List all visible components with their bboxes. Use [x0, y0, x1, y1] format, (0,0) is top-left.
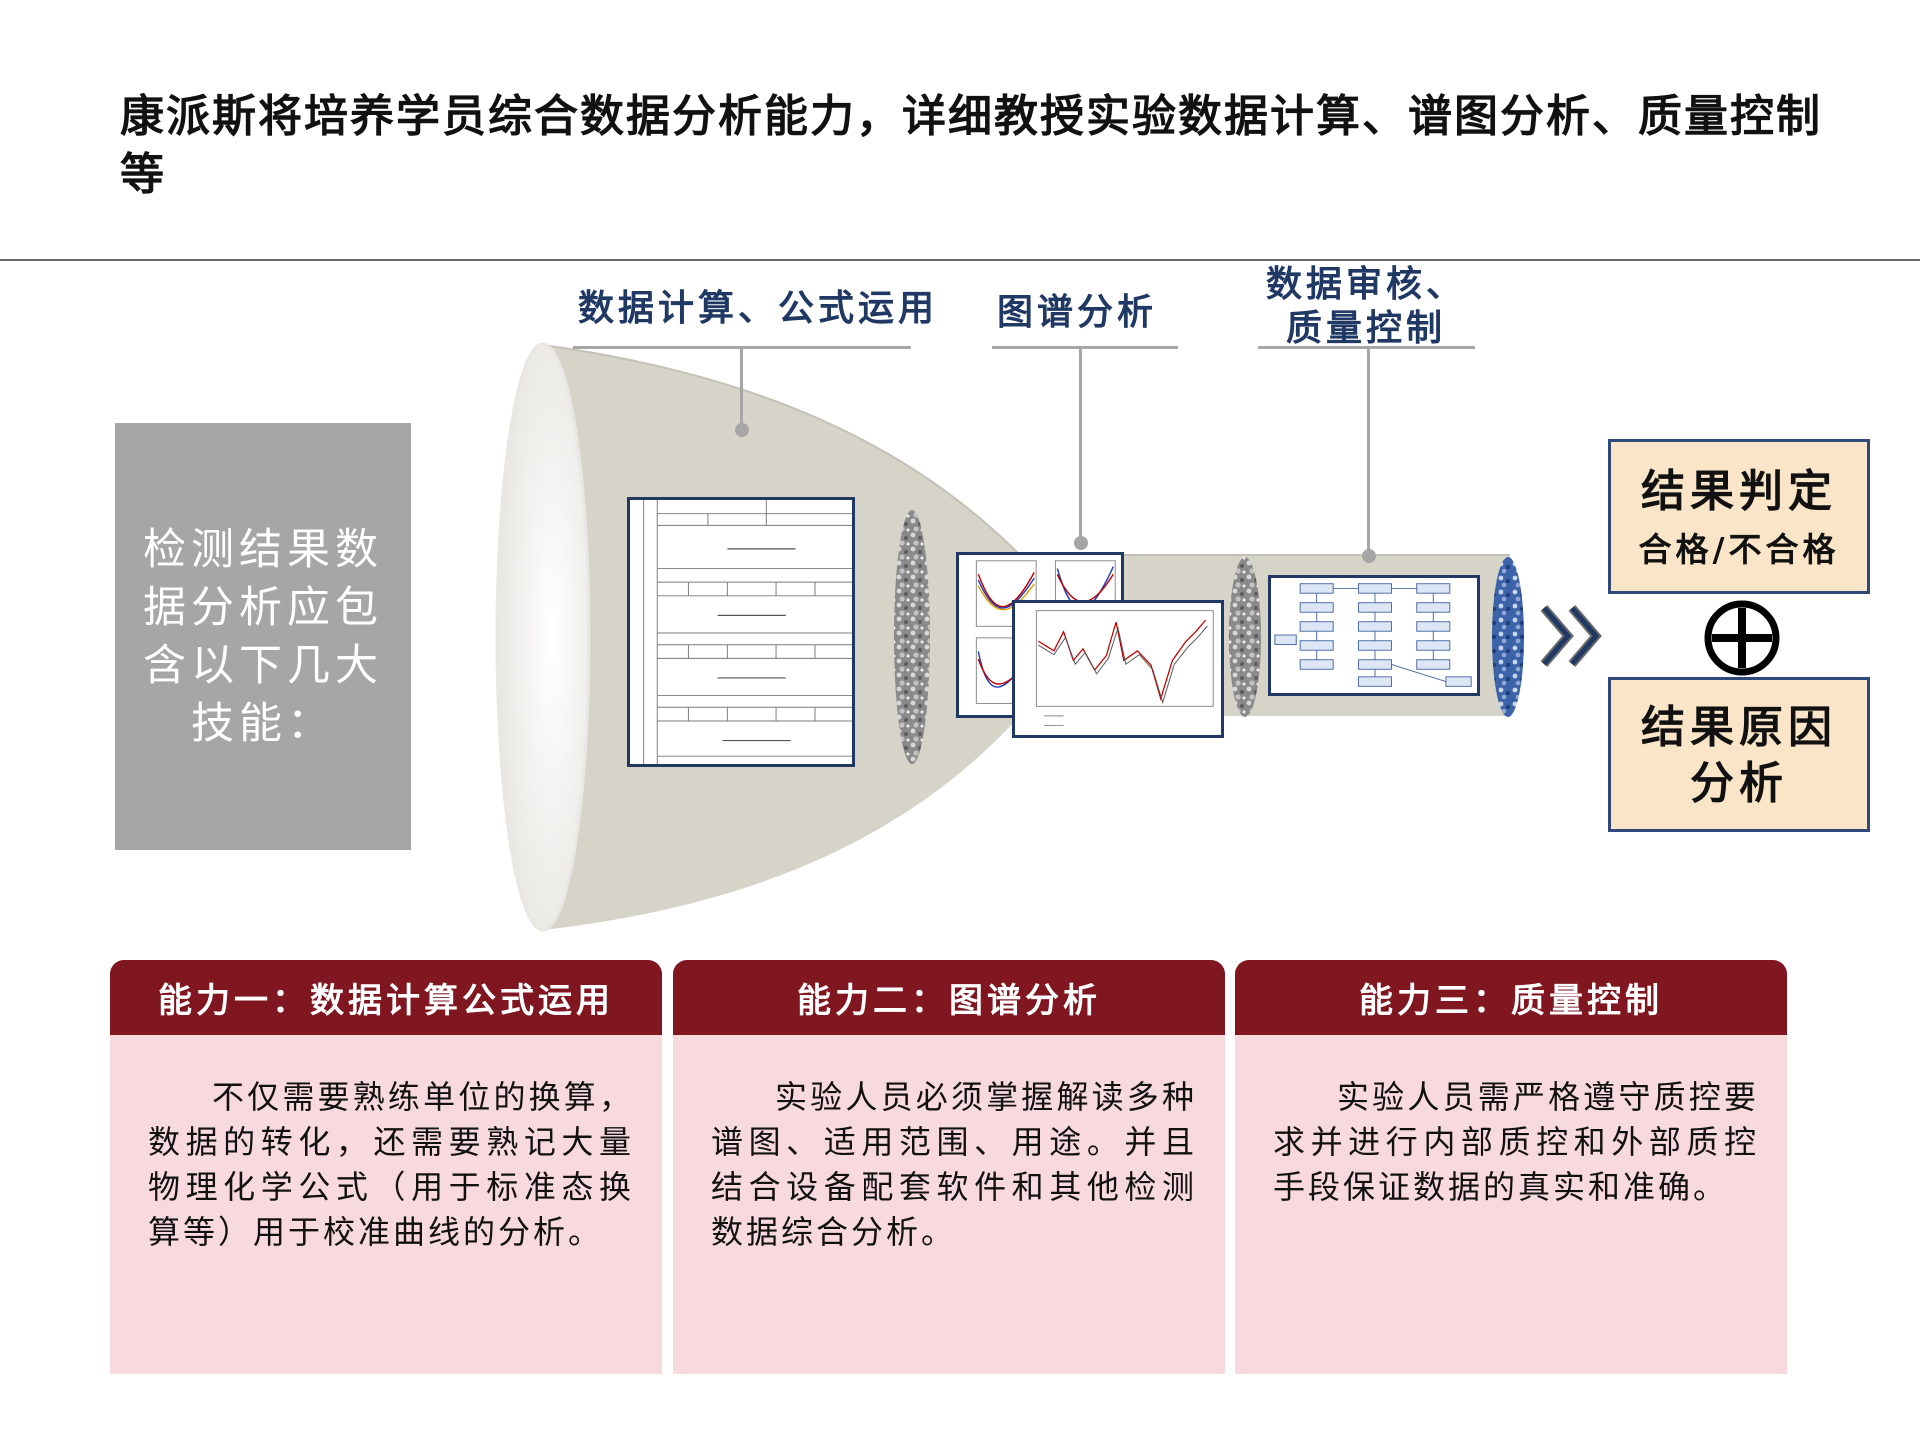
result-judgement-box: 结果判定 合格/不合格	[1608, 439, 1870, 594]
chevron-right-icon	[1540, 605, 1602, 667]
leader-line-3	[1367, 346, 1370, 556]
page-title: 康派斯将培养学员综合数据分析能力，详细教授实验数据计算、谱图分析、质量控制等	[120, 91, 1822, 200]
funnel-ring-1	[894, 510, 930, 764]
calculation-sheet-image	[627, 497, 855, 767]
stage-label-quality-line1: 数据审核、	[1266, 263, 1467, 305]
capability-3-title: 能力三：质量控制	[1235, 960, 1787, 1035]
capability-card-2: 能力二：图谱分析 实验人员必须掌握解读多种谱图、适用范围、用途。并且结合设备配套…	[673, 960, 1225, 1374]
result-cause-box: 结果原因 分析	[1608, 677, 1870, 832]
leader-bar-3	[1258, 346, 1475, 349]
leader-dot-2	[1074, 536, 1088, 550]
result-cause-line1: 结果原因	[1641, 702, 1837, 753]
leader-line-1	[740, 346, 743, 430]
stage-label-calculation: 数据计算、公式运用	[578, 287, 939, 329]
skills-intro-text: 检测结果数据分析应包含以下几大技能：	[143, 524, 383, 749]
leader-bar-2	[992, 346, 1178, 349]
stage-label-quality: 数据审核、 质量控制	[1266, 262, 1466, 350]
result-judgement-title: 结果判定	[1641, 466, 1837, 517]
leader-dot-3	[1362, 549, 1376, 563]
title-divider	[0, 259, 1920, 261]
flowchart-image	[1268, 575, 1480, 696]
funnel-ring-2	[1229, 557, 1261, 717]
result-judgement-subtitle: 合格/不合格	[1638, 530, 1840, 569]
stage-label-spectrum: 图谱分析	[996, 291, 1157, 333]
funnel-top-edge	[542, 344, 1510, 556]
skills-intro-box: 检测结果数据分析应包含以下几大技能：	[115, 423, 411, 850]
capability-card-3: 能力三：质量控制 实验人员需严格遵守质控要求并进行内部质控和外部质控手段保证数据…	[1235, 960, 1787, 1374]
funnel-ring-3	[1492, 557, 1524, 717]
capability-1-text: 不仅需要熟练单位的换算，数据的转化，还需要熟记大量物理化学公式（用于标准态换算等…	[110, 1035, 662, 1374]
result-cause-line2: 分析	[1690, 758, 1788, 809]
circled-plus-icon	[1704, 600, 1780, 676]
capability-1-title: 能力一：数据计算公式运用	[110, 960, 662, 1035]
stage-label-quality-line2: 质量控制	[1285, 307, 1446, 349]
leader-line-2	[1079, 346, 1082, 543]
capability-2-title: 能力二：图谱分析	[673, 960, 1225, 1035]
spectrum-chart-image-2	[1012, 600, 1224, 738]
funnel-mouth	[495, 342, 591, 932]
leader-dot-1	[735, 423, 749, 437]
capability-card-1: 能力一：数据计算公式运用 不仅需要熟练单位的换算，数据的转化，还需要熟记大量物理…	[110, 960, 662, 1374]
capability-3-text: 实验人员需严格遵守质控要求并进行内部质控和外部质控手段保证数据的真实和准确。	[1235, 1035, 1787, 1374]
capability-2-text: 实验人员必须掌握解读多种谱图、适用范围、用途。并且结合设备配套软件和其他检测数据…	[673, 1035, 1225, 1374]
